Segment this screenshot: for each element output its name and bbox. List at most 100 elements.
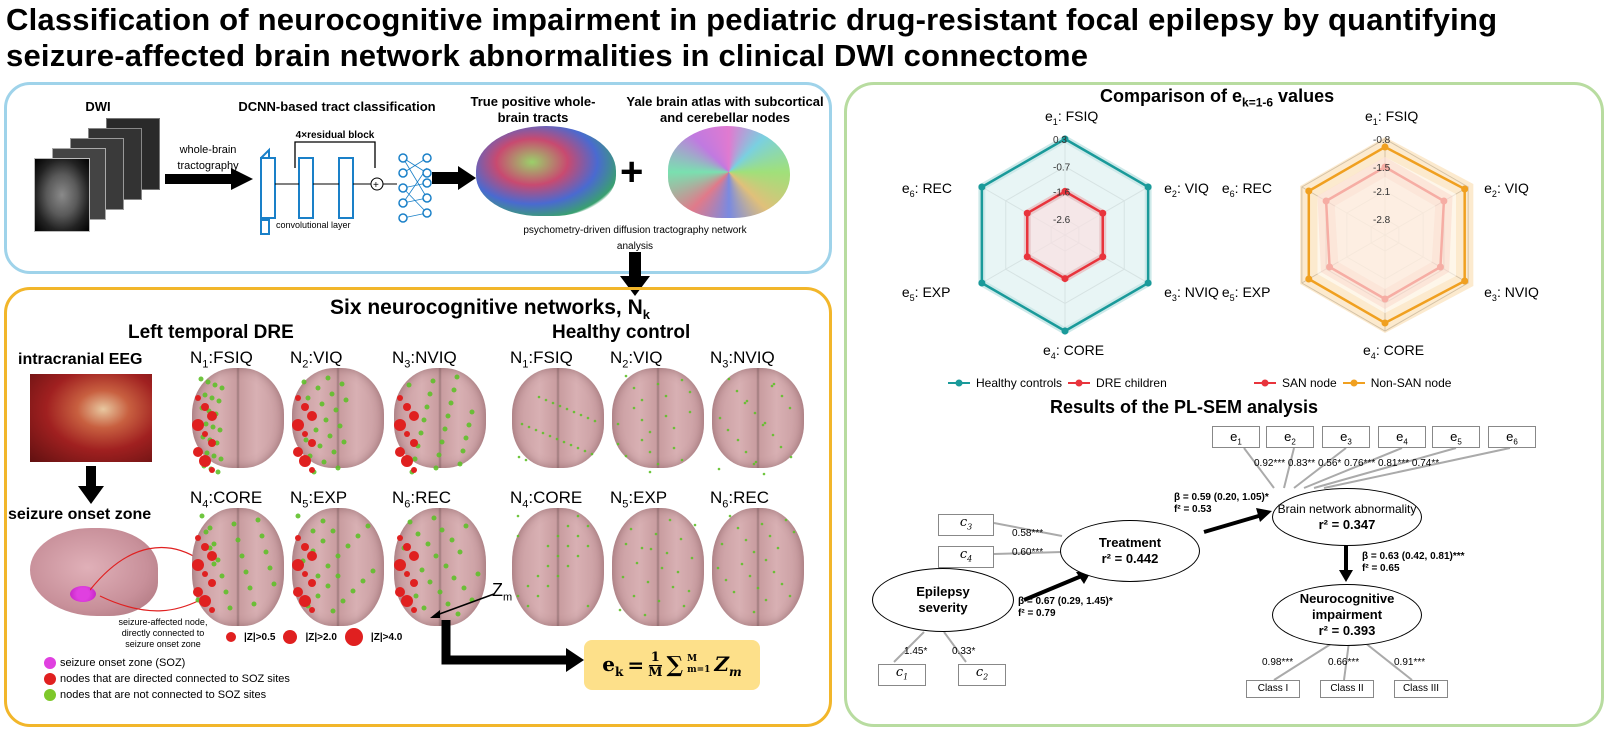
svg-text:+: + (373, 180, 379, 191)
soz-brain-image (30, 528, 158, 616)
sem-title: Results of the PL-SEM analysis (1050, 397, 1319, 417)
sem-indicator-box: e5 (1432, 426, 1480, 448)
page-title: Classification of neurocognitive impairm… (6, 2, 1498, 73)
sem-indicator-box: e3 (1322, 426, 1370, 448)
legend-soz: seizure onset zone (SOZ) (44, 657, 185, 669)
radar-tick-label: -1.6 (1053, 187, 1071, 198)
tracts-image (476, 126, 616, 216)
loading-c4: 0.60*** (1012, 547, 1044, 558)
network-label: N5:EXP (610, 488, 668, 511)
radar-axis-label: e6: REC (1222, 180, 1272, 199)
legend-red-marker (1254, 379, 1276, 387)
brain-network-image (292, 368, 384, 475)
atlas-image (668, 126, 790, 218)
brain-network-image (292, 508, 384, 626)
radar-point (1144, 183, 1152, 191)
arrow-down-icon (78, 466, 104, 504)
yale-atlas-label: Yale brain atlas with subcortical and ce… (626, 94, 824, 125)
radar-point (1381, 319, 1389, 327)
network-label: N6:REC (710, 488, 770, 511)
network-label: N3:NVIQ (710, 348, 775, 371)
radar-point (1099, 253, 1107, 261)
radar-tick-label: -0.8 (1373, 135, 1391, 146)
radar-axis-label: e6: REC (902, 180, 952, 199)
radar-axis-label: e5: EXP (1222, 284, 1271, 303)
radar-point (1023, 209, 1031, 217)
radar-tick-label: -2.6 (1053, 215, 1071, 226)
beta-epilepsy-treatment: β = 0.67 (0.29, 1.45)*f² = 0.79 (1018, 596, 1113, 619)
radar-axis-label: e2: VIQ (1484, 180, 1529, 199)
radar-ci-inner (1317, 157, 1457, 313)
network-label: N3:NVIQ (392, 348, 457, 371)
radar-ci-inner (1030, 195, 1100, 275)
brain-network-image (394, 368, 486, 475)
networks-heading: Six neurocognitive networks, Nk (330, 296, 650, 323)
radar-title: Comparison of ek=1-6 values (1100, 86, 1335, 110)
network-label: N1:FSIQ (190, 348, 253, 371)
networks-panel (4, 287, 832, 727)
radar-left-legend: Healthy controls DRE children (948, 376, 1167, 390)
tractography-label: whole-brain tractography (177, 144, 239, 172)
radar-axis-label: e2: VIQ (1164, 180, 1209, 199)
radar-tick-label: 0.3 (1053, 135, 1067, 146)
c2-box: c2 (958, 664, 1006, 686)
brain-network-image (712, 368, 804, 476)
radar-point (978, 279, 986, 287)
sem-indicator-box: e4 (1378, 426, 1426, 448)
class-ii-box: Class II (1320, 680, 1374, 698)
size-legend: |Z|>0.5 |Z|>2.0 |Z|>4.0 (226, 628, 402, 646)
class-loading-1: 0.98*** (1262, 657, 1294, 668)
class-i-box: Class I (1246, 680, 1300, 698)
radar-tick-label: -0.7 (1053, 163, 1071, 174)
radar-axis-label: e1: FSIQ (1365, 108, 1418, 127)
brain-network-image (512, 368, 604, 468)
dwi-images (34, 118, 164, 232)
network-label: N6:REC (392, 488, 452, 511)
brain-network-image (512, 508, 604, 626)
brain-network-image (612, 508, 704, 626)
sem-indicator-box: e2 (1266, 426, 1314, 448)
brain-network-image (394, 508, 486, 626)
network-label: N4:CORE (510, 488, 583, 511)
brain-network-image (192, 508, 284, 626)
radar-point (1061, 135, 1069, 143)
legend-not-connected: nodes that are not connected to SOZ site… (44, 689, 266, 701)
legend-teal-marker (948, 379, 970, 387)
sem-indicator-box: e1 (1212, 426, 1260, 448)
loading-c1: 1.45* (904, 646, 928, 657)
network-label: N5:EXP (290, 488, 348, 511)
brain-network-image (192, 368, 284, 475)
legend-red-marker (1068, 379, 1091, 387)
radar-tick-label: -2.1 (1373, 187, 1391, 198)
c1-box: c1 (878, 664, 926, 686)
loading-c2: 0.33* (952, 646, 976, 657)
dwi-label: DWI (85, 99, 111, 114)
radar-axis-label: e3: NVIQ (1164, 284, 1219, 303)
beta-treatment-brain: β = 0.59 (0.20, 1.05)*f² = 0.53 (1174, 492, 1269, 515)
radar-point (1461, 277, 1469, 285)
arrow-to-formula (441, 620, 584, 672)
ieeg-photo (30, 374, 152, 462)
radar-point (1381, 143, 1389, 151)
connection-arrows (90, 546, 201, 612)
brain-network-image (612, 368, 704, 474)
legend-orange-marker (1342, 379, 1365, 387)
network-label: N2:VIQ (290, 348, 343, 371)
radar-axis-label: e4: CORE (1363, 342, 1424, 361)
radar-tick-label: -1.5 (1373, 163, 1391, 174)
affected-node-note: seizure-affected node, directly connecte… (118, 617, 208, 649)
radar-point (1061, 327, 1069, 335)
beta-brain-neuro: β = 0.63 (0.42, 0.81)***f² = 0.65 (1362, 551, 1465, 574)
c3-box: c3 (938, 514, 994, 536)
radar-point (1061, 187, 1069, 195)
pipeline-panel (4, 82, 832, 274)
healthy-control-title: Healthy control (552, 322, 691, 343)
dcnn-label: DCNN-based tract classification (238, 99, 436, 114)
class-iii-box: Class III (1394, 680, 1448, 698)
ieeg-label: intracranial EEG (18, 351, 143, 368)
